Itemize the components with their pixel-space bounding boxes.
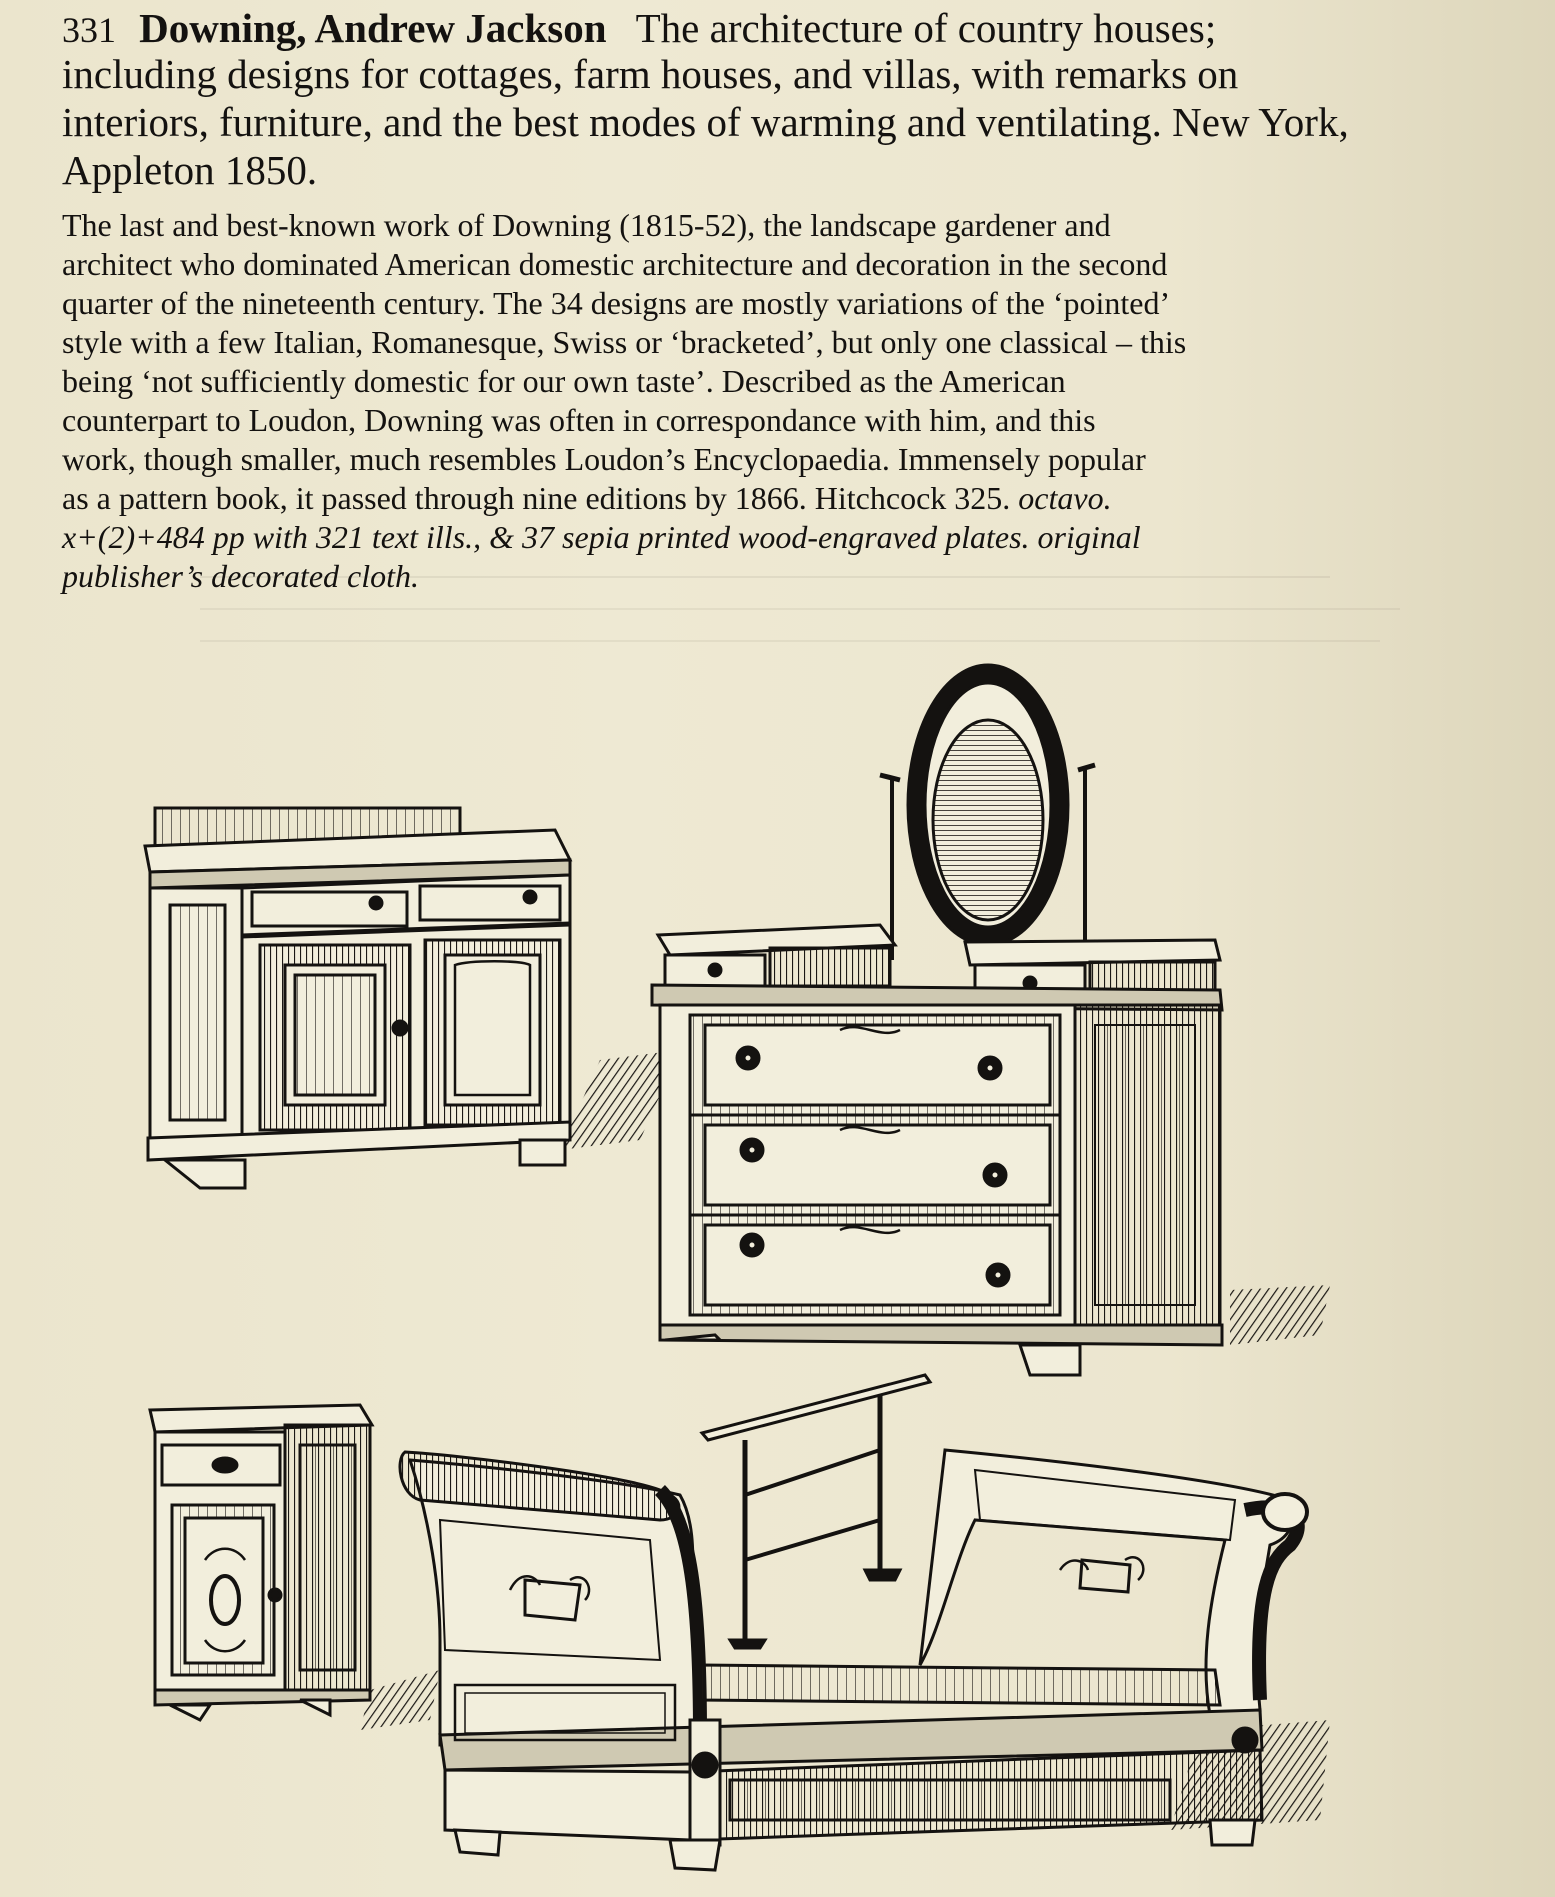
description-line: The last and best-known work of Downing …	[62, 207, 1111, 243]
show-through-text	[200, 570, 1450, 672]
book-title-continued: including designs for cottages, farm hou…	[62, 51, 1349, 193]
towel-rack-illustration	[699, 1373, 933, 1650]
cabinet-illustration	[143, 806, 680, 1190]
description-line: style with a few Italian, Romanesque, Sw…	[62, 324, 1187, 360]
description-line: counterpart to Loudon, Downing was often…	[62, 402, 1096, 438]
format-label: octavo.	[1018, 480, 1112, 516]
description-line: work, though smaller, much resembles Lou…	[62, 441, 1146, 477]
author-name: Downing, Andrew Jackson	[139, 5, 607, 51]
description-line: quarter of the nineteenth century. The 3…	[62, 285, 1171, 321]
sleigh-bed-illustration	[398, 1448, 1330, 1872]
dressing-table-illustration	[650, 663, 1330, 1377]
collation-line: x+(2)+484 pp with 321 text ills., & 37 s…	[62, 519, 1141, 555]
description-line: as a pattern book, it passed through nin…	[62, 480, 1011, 516]
book-title-start: The architecture of country houses;	[635, 5, 1217, 51]
entry-description: The last and best-known work of Downing …	[62, 206, 1402, 596]
description-line: being ‘not sufficiently domestic for our…	[62, 363, 1066, 399]
nightstand-illustration	[148, 1403, 440, 1730]
entry-heading: 331 Downing, Andrew Jackson The architec…	[62, 4, 1216, 52]
description-line-with-format: as a pattern book, it passed through nin…	[62, 479, 1402, 518]
description-line: architect who dominated American domesti…	[62, 246, 1168, 282]
binding-line: publisher’s decorated cloth.	[62, 558, 419, 594]
lot-number: 331	[62, 10, 116, 50]
